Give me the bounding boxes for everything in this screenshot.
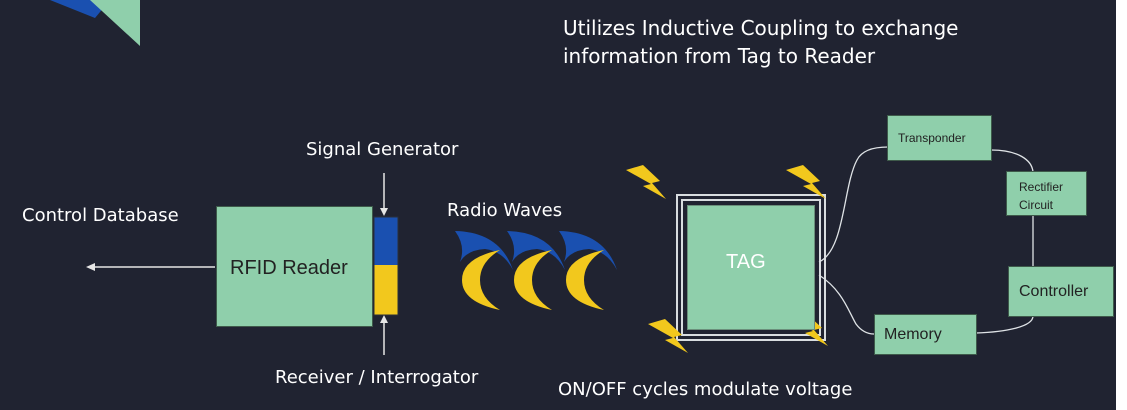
lightning-bolt-icon [626,165,666,199]
receiver-label: Receiver / Interrogator [275,367,479,388]
signal-bar-border [373,216,399,316]
lightning-bolt-icon [786,165,826,199]
memory-box: Memory [874,314,977,355]
rectifier-label-line-1: Rectifier [1019,180,1064,194]
tag-box: TAG [687,205,815,330]
transponder-box: Transponder [887,115,992,161]
controller-to-memory-line [975,315,1034,334]
tag-outline-outer [676,194,826,341]
signal-bar-blue [374,217,398,265]
receiver-arrow-head [380,315,388,323]
corner-green-triangle [90,0,140,46]
header-line-2: information from Tag to Reader [563,44,876,68]
tag-outline-middle [681,199,821,336]
rfid-reader-box: RFID Reader [216,206,373,327]
crescent-wave-icon [455,231,617,310]
tag-label: TAG [726,251,766,273]
controller-box: Controller [1008,266,1114,317]
tag-to-memory-line [818,274,875,335]
on-off-label: ON/OFF cycles modulate voltage [558,379,853,400]
transponder-to-rectifier-line [990,149,1034,173]
rectifier-label-line-2: Circuit [1019,198,1054,212]
controller-label: Controller [1019,283,1089,300]
arrow-left-head [86,263,95,271]
signal-generator-label: Signal Generator [306,139,459,160]
memory-label: Memory [884,326,942,343]
radio-waves-label: Radio Waves [447,200,563,221]
signal-generator-arrow-head [380,208,388,216]
signal-bar-yellow [374,265,398,315]
transponder-label: Transponder [898,131,966,145]
lightning-bolt-icon [648,319,688,353]
control-database-label: Control Database [22,205,179,226]
tag-to-transponder-line [818,146,889,263]
rectifier-circuit-box: Rectifier Circuit [1006,171,1087,216]
rfid-reader-label: RFID Reader [230,257,348,279]
header-line-1: Utilizes Inductive Coupling to exchange [563,16,959,40]
